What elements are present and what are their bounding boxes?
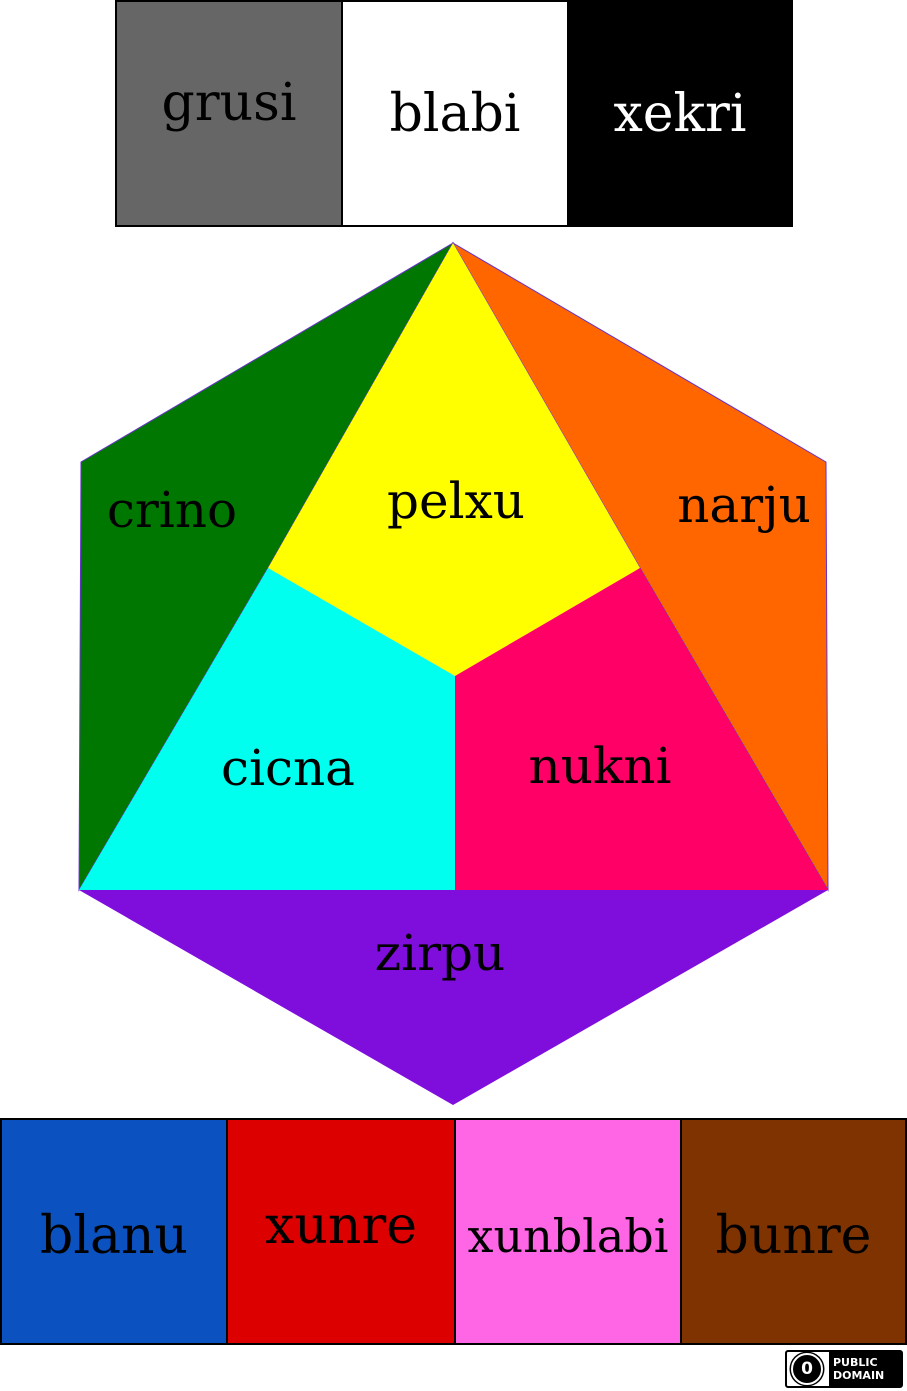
swatch-label-xunre: xunre: [265, 1195, 417, 1256]
swatch-label-grusi: grusi: [161, 72, 297, 133]
swatch-blanu: blanu: [0, 1118, 228, 1345]
swatch-label-blanu: blanu: [40, 1205, 188, 1266]
label-crino: crino: [107, 481, 237, 539]
swatch-label-xunblabi: xunblabi: [467, 1208, 669, 1263]
public-domain-badge: 0 PUBLIC DOMAIN: [785, 1350, 903, 1388]
zero-icon: 0: [791, 1353, 823, 1385]
badge-line-1: PUBLIC: [833, 1356, 878, 1369]
swatch-xunre: xunre: [226, 1118, 456, 1345]
swatch-bunre: bunre: [680, 1118, 907, 1345]
swatch-xunblabi: xunblabi: [454, 1118, 682, 1345]
badge-line-2: DOMAIN: [833, 1369, 885, 1382]
region-cicna: [79, 568, 455, 890]
label-cicna: cicna: [221, 739, 355, 797]
swatch-xekri: xekri: [567, 0, 793, 227]
region-zirpu: [79, 890, 828, 1105]
swatch-label-xekri: xekri: [613, 83, 747, 144]
badge-text: PUBLIC DOMAIN: [829, 1352, 901, 1386]
label-narju: narju: [677, 476, 811, 534]
label-pelxu: pelxu: [387, 472, 525, 530]
label-zirpu: zirpu: [375, 924, 505, 982]
region-pelxu: [268, 243, 640, 676]
swatch-label-bunre: bunre: [715, 1205, 872, 1266]
swatch-blabi: blabi: [341, 0, 569, 227]
swatch-label-blabi: blabi: [389, 83, 521, 144]
region-nukni: [455, 568, 828, 890]
label-nukni: nukni: [529, 737, 672, 795]
swatch-grusi: grusi: [115, 0, 343, 227]
